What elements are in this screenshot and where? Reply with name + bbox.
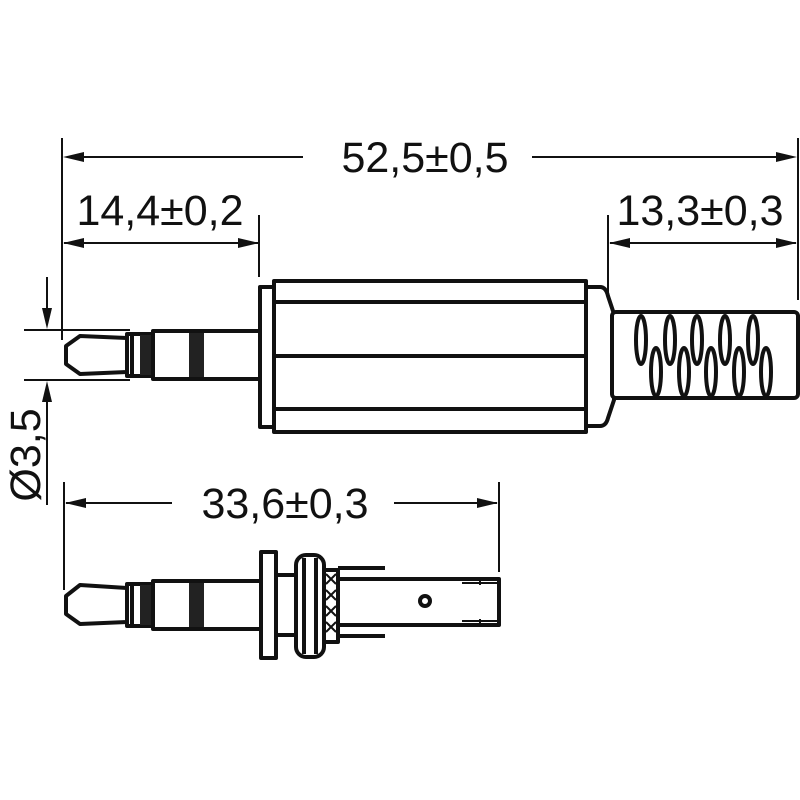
locking-nut <box>294 553 326 659</box>
label-overall-length: 52,5±0,5 <box>341 134 508 182</box>
plug-sleeve-lower <box>151 579 263 631</box>
housing-rear-cap <box>584 285 616 428</box>
internal-view <box>64 550 501 660</box>
label-plug-length: 14,4±0,2 <box>76 187 243 235</box>
mounting-washer <box>259 550 278 660</box>
housing-body <box>272 279 588 434</box>
plug-ring-lower <box>125 582 155 628</box>
dimension-plug-length: 14,4±0,2 <box>63 187 260 277</box>
label-strain-relief-length: 13,3±0,3 <box>616 187 783 235</box>
terminal-body <box>336 577 501 627</box>
dimension-strain-relief-length: 13,3±0,3 <box>607 187 797 300</box>
assembled-view <box>64 279 800 434</box>
plug-ring <box>125 332 155 378</box>
housing-flange <box>258 285 276 429</box>
dimension-diameter: Ø3,5 <box>2 277 130 505</box>
label-diameter: Ø3,5 <box>2 408 50 501</box>
strain-relief <box>610 310 800 400</box>
plug-tip-lower <box>64 583 129 626</box>
dimension-overall-length: 52,5±0,5 <box>61 134 799 340</box>
knurled-section <box>322 568 340 644</box>
plug-sleeve <box>151 329 263 381</box>
plug-tip <box>64 334 129 376</box>
dimension-inner-assembly-length: 33,6±0,3 <box>63 480 500 590</box>
label-inner-assembly-length: 33,6±0,3 <box>201 480 368 528</box>
